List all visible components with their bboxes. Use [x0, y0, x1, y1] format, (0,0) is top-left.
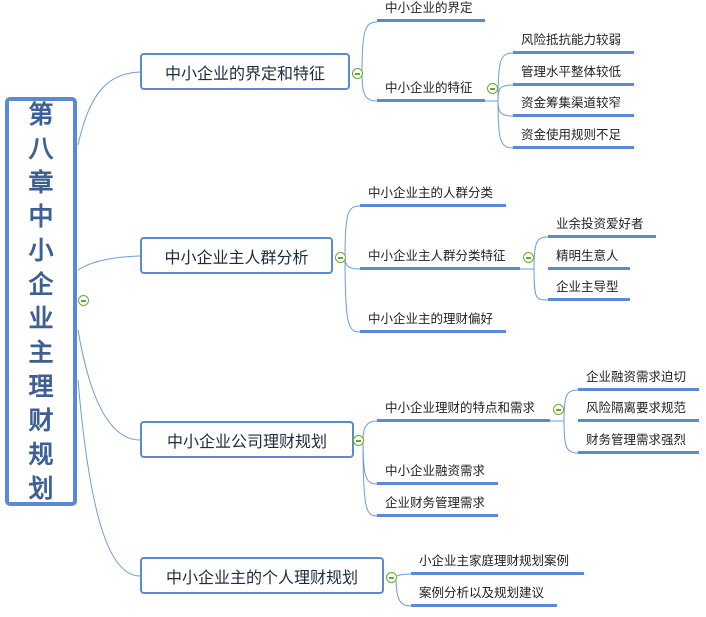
root-char: 八	[28, 133, 54, 163]
topic-branch-2[interactable]: 中小企业主人群分析	[140, 237, 333, 274]
subtopic[interactable]: 中小企业融资需求	[377, 463, 498, 485]
root-char: 财	[28, 405, 54, 435]
subtopic[interactable]: 中小企业的界定	[377, 0, 485, 22]
leaf-topic[interactable]: 企业融资需求迫切	[578, 369, 699, 391]
topic-branch-4[interactable]: 中小企业主的个人理财规划	[140, 557, 384, 594]
topic-branch-1[interactable]: 中小企业的界定和特征	[140, 53, 350, 90]
subtopic[interactable]: 中小企业主人群分类特征	[360, 248, 520, 270]
root-char: 业	[28, 303, 54, 333]
subtopic[interactable]: 中小企业的特征	[377, 80, 485, 102]
collapse-icon[interactable]	[523, 252, 534, 263]
leaf-topic[interactable]: 业余投资爱好者	[548, 216, 656, 238]
leaf-topic[interactable]: 资金筹集渠道较窄	[513, 95, 634, 117]
collapse-icon[interactable]	[335, 252, 346, 263]
topic-branch-3[interactable]: 中小企业公司理财规划	[140, 421, 354, 458]
collapse-icon[interactable]	[78, 295, 89, 306]
collapse-icon[interactable]	[553, 404, 564, 415]
leaf-topic[interactable]: 风险抵抗能力较弱	[513, 32, 634, 54]
collapse-icon[interactable]	[386, 572, 397, 583]
root-char: 规	[28, 439, 54, 469]
leaf-topic[interactable]: 财务管理需求强烈	[578, 432, 699, 454]
root-char: 企	[28, 269, 54, 299]
leaf-topic[interactable]: 资金使用规则不足	[513, 127, 634, 149]
subtopic[interactable]: 案例分析以及规划建议	[411, 585, 557, 607]
root-char: 第	[28, 99, 54, 129]
subtopic[interactable]: 中小企业理财的特点和需求	[377, 400, 550, 422]
subtopic[interactable]: 中小企业主的人群分类	[360, 185, 506, 207]
leaf-topic[interactable]: 管理水平整体较低	[513, 64, 634, 86]
leaf-topic[interactable]: 风险隔离要求规范	[578, 400, 699, 422]
collapse-icon[interactable]	[487, 83, 498, 94]
root-topic[interactable]: 第 八 章 中 小 企 业 主 理 财 规 划	[5, 97, 77, 506]
leaf-topic[interactable]: 精明生意人	[548, 248, 630, 270]
leaf-topic[interactable]: 企业主导型	[548, 279, 630, 301]
root-char: 理	[28, 371, 54, 401]
root-char: 小	[28, 235, 54, 265]
subtopic[interactable]: 小企业主家庭理财规划案例	[411, 553, 584, 575]
root-char: 主	[28, 337, 54, 367]
collapse-icon[interactable]	[352, 68, 363, 79]
collapse-icon[interactable]	[353, 435, 364, 446]
root-char: 中	[28, 201, 54, 231]
root-char: 章	[28, 167, 54, 197]
root-char: 划	[28, 473, 54, 503]
subtopic[interactable]: 中小企业主的理财偏好	[360, 311, 506, 333]
subtopic[interactable]: 企业财务管理需求	[377, 495, 498, 517]
